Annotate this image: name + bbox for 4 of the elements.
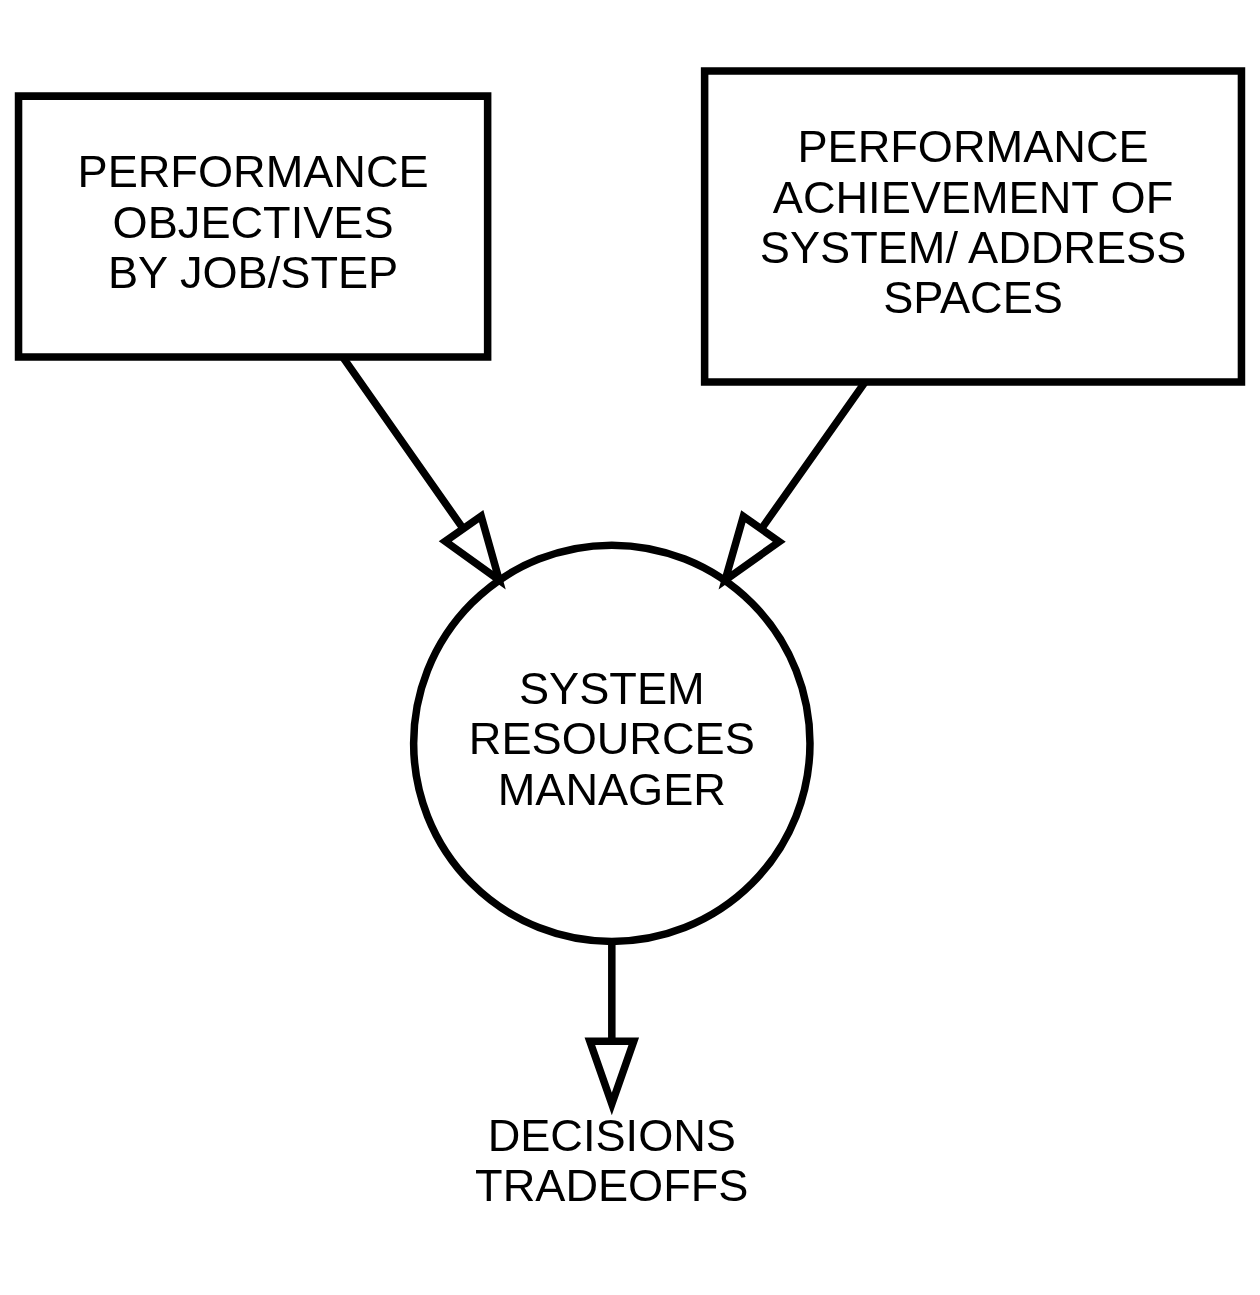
node-box: PERFORMANCE OBJECTIVES BY JOB/STEP xyxy=(14,91,492,361)
node-circle: SYSTEM RESOURCES MANAGER xyxy=(409,540,814,945)
node-text: DECISIONS TRADEOFFS xyxy=(475,1109,749,1211)
node-box: PERFORMANCE ACHIEVEMENT OF SYSTEM/ ADDRESS SPACES xyxy=(700,66,1246,386)
